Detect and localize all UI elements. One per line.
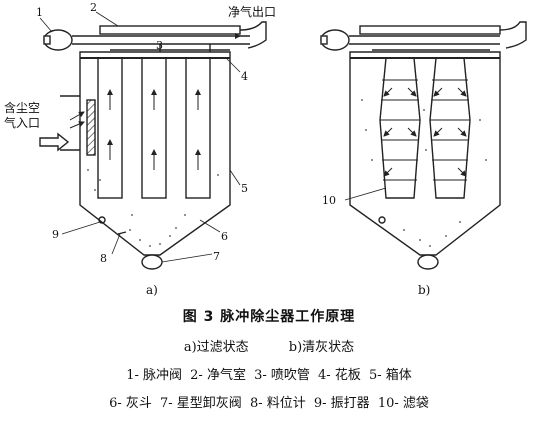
- clean-gas-chamber: [359, 25, 501, 35]
- panel-a-labels: 1 2 3 4 5 6 7 8 9 净气出口 含尘空 气入口 a): [4, 1, 276, 297]
- filter-bag: [429, 57, 471, 199]
- vibrator: [98, 216, 106, 224]
- state-filtering: a)过滤状态: [183, 340, 249, 355]
- housing: [79, 51, 231, 256]
- callout-7: 7: [213, 250, 220, 263]
- legend-item: 5- 箱体: [368, 368, 412, 383]
- callout-5: 5: [241, 182, 248, 195]
- vibrator: [378, 216, 386, 224]
- panel-b-label: b): [418, 283, 430, 297]
- legend-item: 6- 灰斗: [109, 396, 152, 411]
- panel-b-cleaning: [320, 21, 527, 270]
- level-gauge: [117, 231, 127, 235]
- legend-item: 8- 料位计: [249, 396, 306, 411]
- star-discharge-valve: [417, 254, 439, 270]
- housing: [349, 51, 501, 256]
- legend-item: 1- 脉冲阀: [126, 368, 183, 383]
- callout-1: 1: [36, 6, 43, 19]
- inlet-label-line1: 含尘空: [4, 100, 40, 115]
- legend-item: 10- 滤袋: [377, 396, 429, 411]
- panel-b-labels: 10 b): [322, 194, 430, 297]
- legend-item: 2- 净气室: [190, 368, 246, 383]
- filter-bag: [97, 57, 123, 199]
- callout-4: 4: [241, 70, 248, 83]
- callout-10: 10: [322, 194, 336, 207]
- callout-6: 6: [221, 230, 228, 243]
- legend-row-1: 1- 脉冲阀 2- 净气室 3- 喷吹管 4- 花板 5- 箱体: [0, 364, 538, 383]
- callout-2: 2: [90, 1, 97, 14]
- panel-a-filtering: [39, 11, 267, 270]
- inlet-label-line2: 气入口: [4, 115, 40, 130]
- legend-row-2: 6- 灰斗 7- 星型卸灰阀 8- 料位计 9- 振打器 10- 滤袋: [0, 392, 538, 411]
- callout-3: 3: [156, 39, 163, 52]
- legend-item: 3- 喷吹管: [254, 368, 310, 383]
- callout-8: 8: [100, 252, 107, 265]
- state-cleaning: b)清灰状态: [288, 340, 355, 355]
- filter-bag: [141, 57, 167, 199]
- clean-gas-outlet-label: 净气出口: [228, 4, 276, 19]
- dust-collector-diagram: 1 2 3 4 5 6 7 8 9 净气出口 含尘空 气入口 a): [4, 1, 527, 297]
- state-captions: a)过滤状态 b)清灰状态: [0, 336, 538, 355]
- figure-title: 图 3 脉冲除尘器工作原理: [182, 309, 356, 325]
- star-discharge-valve: [141, 254, 163, 270]
- clean-gas-chamber: [99, 25, 241, 35]
- legend-item: 7- 星型卸灰阀: [160, 396, 242, 411]
- panel-a-label: a): [146, 283, 158, 297]
- legend-item: 9- 振打器: [313, 396, 370, 411]
- filter-bag: [185, 57, 211, 199]
- inlet-baffle: [86, 99, 96, 156]
- legend-item: 4- 花板: [318, 368, 361, 383]
- filter-bag: [379, 57, 421, 199]
- callout-9: 9: [52, 228, 59, 241]
